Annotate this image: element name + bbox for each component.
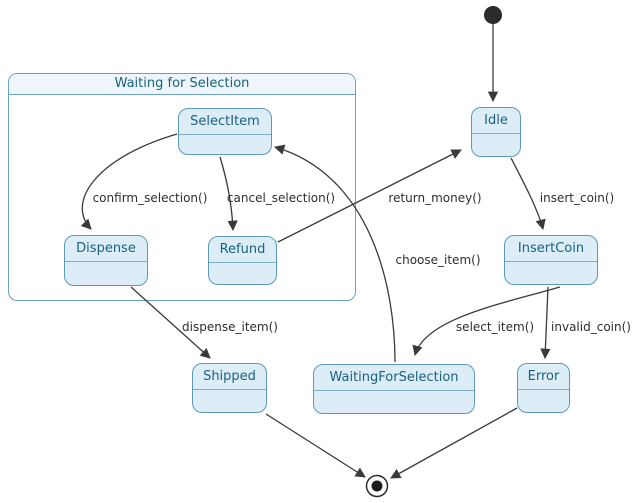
- final-state-bullseye: [365, 474, 389, 498]
- state-refund: Refund: [208, 236, 277, 285]
- edge-dispense-to-shipped: [130, 286, 211, 359]
- state-idle: Idle: [471, 107, 521, 157]
- state-insertcoin: InsertCoin: [504, 235, 598, 285]
- state-error-label: Error: [518, 364, 569, 390]
- composite-state-title: Waiting for Selection: [9, 74, 355, 95]
- transition-label-select-item: select_item(): [455, 320, 535, 334]
- edge-waitingforselection-to-selectitem: [274, 144, 396, 363]
- transition-label-choose-item: choose_item(): [395, 253, 481, 267]
- state-selectitem-label: SelectItem: [179, 109, 271, 135]
- transition-label-return-money: return_money(): [388, 191, 482, 205]
- initial-state-dot: [484, 6, 502, 24]
- state-waitingforselection-label: WaitingForSelection: [314, 365, 474, 391]
- state-shipped-label: Shipped: [193, 364, 266, 390]
- edge-selectitem-to-refund: [219, 156, 238, 232]
- state-waitingforselection: WaitingForSelection: [313, 364, 475, 414]
- transition-label-confirm-selection: confirm_selection(): [92, 191, 208, 205]
- transition-label-insert-coin: insert_coin(): [539, 191, 615, 205]
- edge-idle-to-insertcoin: [510, 157, 546, 231]
- edge-refund-to-idle: [277, 149, 462, 243]
- state-insertcoin-label: InsertCoin: [505, 236, 597, 262]
- state-idle-label: Idle: [472, 108, 520, 134]
- edge-shipped-to-final: [265, 413, 366, 478]
- state-dispense-label: Dispense: [65, 236, 147, 262]
- transition-label-cancel-selection: cancel_selection(): [226, 191, 336, 205]
- state-dispense: Dispense: [64, 235, 148, 286]
- edge-insertcoin-to-waitingforselection: [412, 286, 561, 357]
- state-refund-label: Refund: [209, 237, 276, 263]
- transition-label-dispense-item: dispense_item(): [182, 320, 278, 334]
- transition-label-invalid-coin: invalid_coin(): [551, 320, 631, 334]
- edge-insertcoin-to-error: [540, 286, 551, 360]
- state-shipped: Shipped: [192, 363, 267, 413]
- state-selectitem: SelectItem: [178, 108, 272, 155]
- state-error: Error: [517, 363, 570, 413]
- edge-error-to-final: [390, 407, 518, 479]
- edge-selectitem-to-dispense: [80, 133, 178, 230]
